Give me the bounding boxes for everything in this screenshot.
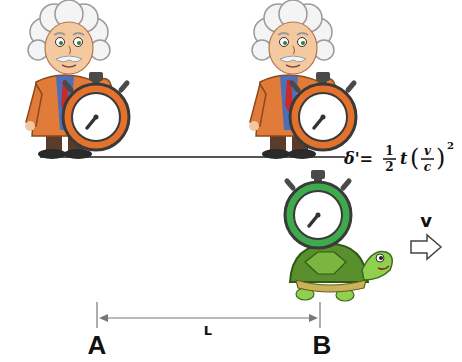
formula-denominator: 2 (385, 161, 393, 173)
formula-bracket: ) (436, 146, 445, 170)
formula-exponent: 2 (447, 141, 454, 151)
velocity-label: v (420, 212, 432, 230)
formula-bracket: ( (410, 146, 419, 170)
length-label: L (204, 324, 212, 337)
formula-numerator: 1 (385, 145, 393, 157)
point-label: B (313, 332, 332, 358)
formula-symbol: δ'= (344, 151, 373, 167)
formula-numerator: v (424, 145, 431, 157)
formula-denominator: c (424, 161, 431, 173)
point-label: A (88, 332, 107, 358)
formula-variable: t (400, 151, 407, 167)
